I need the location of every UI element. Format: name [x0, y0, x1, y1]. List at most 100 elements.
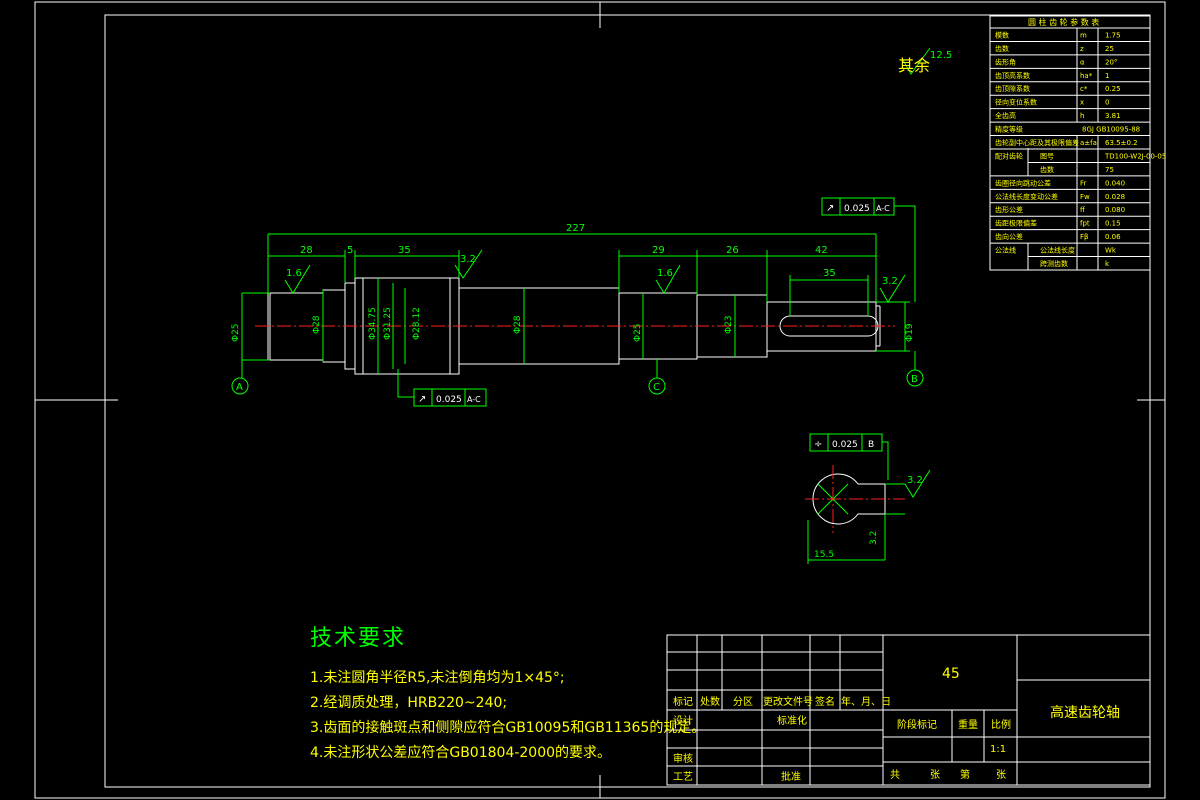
datum-a-circle [231, 377, 249, 395]
dia-g: Φ25 [633, 323, 643, 342]
gear-table-cell: 齿顶高系数 [995, 71, 1030, 80]
ra-4: 3.2 [882, 276, 898, 287]
gear-table-cell: 图号 [1040, 152, 1054, 160]
gear-table-cell: 齿形公差 [995, 205, 1023, 214]
tb-stage: 阶段标记 [897, 718, 937, 731]
material: 45 [942, 666, 960, 682]
gear-table-cell: 63.5±0.2 [1105, 139, 1138, 147]
ra-other: 12.5 [930, 50, 952, 61]
tb-h4: 签名 [815, 695, 835, 708]
gear-table-cell: 0.06 [1105, 233, 1121, 241]
ra-5: 3.2 [907, 475, 923, 486]
tech-requirements-title: 技术要求 [310, 626, 407, 651]
dim-29: 29 [652, 245, 665, 256]
tol-key-datum: B [868, 440, 874, 450]
dia-e: Φ28.12 [412, 307, 422, 340]
datum-c-circle [648, 377, 666, 395]
key-width: 15.5 [814, 550, 834, 560]
gear-table-cell: m [1080, 31, 1087, 39]
datum-b-circle [906, 369, 924, 387]
dim-42: 42 [815, 245, 828, 256]
tol-mid-symbol: ↗ [418, 394, 426, 405]
tb-h0: 标记 [673, 696, 693, 708]
gear-table-cell: 齿向公差 [995, 232, 1023, 241]
gear-table-cell: 齿距极限偏差 [995, 219, 1037, 228]
gear-table-cell: 公法线长度变动公差 [995, 192, 1058, 201]
gear-table-cell: 25 [1105, 45, 1114, 53]
tolerance-frame-mid [397, 369, 487, 407]
gear-table-cell: c* [1080, 85, 1088, 93]
gear-table-cell: 齿轮副中心距及其极限偏差 [995, 138, 1079, 147]
tb-design: 设计 [673, 714, 693, 727]
gear-table-cell: 齿数 [995, 44, 1009, 53]
dia-a: Φ25 [231, 323, 241, 342]
gear-table-cell: x [1080, 99, 1084, 107]
gear-table-cell: 齿圈径向跳动公差 [995, 178, 1051, 187]
dia-i: Φ19 [905, 323, 915, 342]
gear-table-cell: Fw [1080, 193, 1090, 201]
gear-table-cell: α [1080, 58, 1085, 66]
gear-table-cell: k [1105, 260, 1110, 268]
tech-requirement-3: 3.齿面的接触斑点和侧隙应符合GB10095和GB11365的规定。 [310, 720, 706, 736]
dim-overall: 227 [566, 223, 585, 234]
tb-ratio: 比例 [991, 718, 1011, 731]
tb-h3: 更改文件号 [763, 695, 813, 708]
tb-sheet-3: 张 [996, 769, 1006, 781]
gear-table-cell: 8GJ GB10095-88 [1082, 126, 1140, 134]
gear-table-cell: Fr [1080, 179, 1087, 187]
key-depth: 3.2 [869, 531, 879, 545]
gear-table-cell: 3.81 [1105, 112, 1121, 120]
gear-table-cell: 模数 [995, 30, 1009, 39]
dia-h: Φ23 [724, 315, 734, 334]
other-roughness-label: 其余 [898, 56, 931, 75]
datum-c: C [653, 382, 660, 393]
inner-frame [104, 14, 1151, 788]
gear-table-cell: 1 [1105, 72, 1109, 80]
gear-table-cell: 1.75 [1105, 31, 1121, 39]
tb-h5: 年、月、日 [841, 695, 891, 708]
datum-a: A [236, 382, 243, 393]
gear-table-cell: 跨测齿数 [1040, 259, 1068, 268]
gear-table-cell: ff [1080, 206, 1085, 214]
tb-h1: 处数 [700, 695, 720, 708]
tb-weight: 重量 [958, 718, 978, 731]
gear-table-cell: 0.25 [1105, 85, 1121, 93]
datum-b: B [911, 374, 918, 385]
dia-c: Φ34.75 [368, 307, 378, 340]
section-view [805, 465, 905, 564]
tb-standardize: 标准化 [777, 714, 807, 727]
ra-2: 3.2 [460, 254, 476, 265]
gear-table-cell: TD100-W2J-00-05 [1104, 152, 1166, 160]
gear-table-cell: ha* [1080, 72, 1093, 80]
tol-mid-datum: A-C [467, 395, 481, 404]
ra-1: 1.6 [286, 268, 302, 279]
gear-table-cell: 公法线 [995, 246, 1016, 255]
gear-table-cell: 配对齿轮 [995, 151, 1023, 160]
tech-requirements: 技术要求 1.未注圆角半径R5,未注倒角均为1×45°; 2.经调质处理，HRB… [310, 620, 705, 766]
tb-sheet-1: 张 [930, 769, 940, 781]
roughness-symbols [284, 47, 931, 498]
gear-table-cell: 公法线长度 [1040, 246, 1075, 255]
dimension-lines [241, 233, 916, 378]
dia-f: Φ28 [513, 315, 523, 334]
title-block [666, 634, 1151, 786]
tol-key-symbol: ÷ [814, 439, 822, 450]
gear-table-cell: 20° [1105, 58, 1117, 66]
tb-approve: 批准 [781, 770, 801, 783]
dia-d: Φ31.25 [383, 307, 393, 340]
tech-requirement-1: 1.未注圆角半径R5,未注倒角均为1×45°; [310, 670, 565, 686]
tb-sheet-2: 第 [960, 768, 970, 781]
gear-table-cell: 75 [1105, 166, 1114, 174]
dim-5: 5 [347, 245, 353, 256]
gear-table-cell: 精度等级 [995, 125, 1023, 134]
gear-table-title: 圆 柱 齿 轮 参 数 表 [1028, 17, 1099, 27]
tb-sheet-0: 共 [890, 769, 900, 781]
gear-table-cell: a±fa [1080, 139, 1097, 147]
dim-28: 28 [300, 245, 313, 256]
gear-table-cell: fpt [1080, 220, 1090, 228]
dim-35: 35 [398, 245, 411, 256]
gear-table-cell: z [1080, 45, 1084, 53]
gear-table-cell: 齿形角 [995, 57, 1016, 66]
